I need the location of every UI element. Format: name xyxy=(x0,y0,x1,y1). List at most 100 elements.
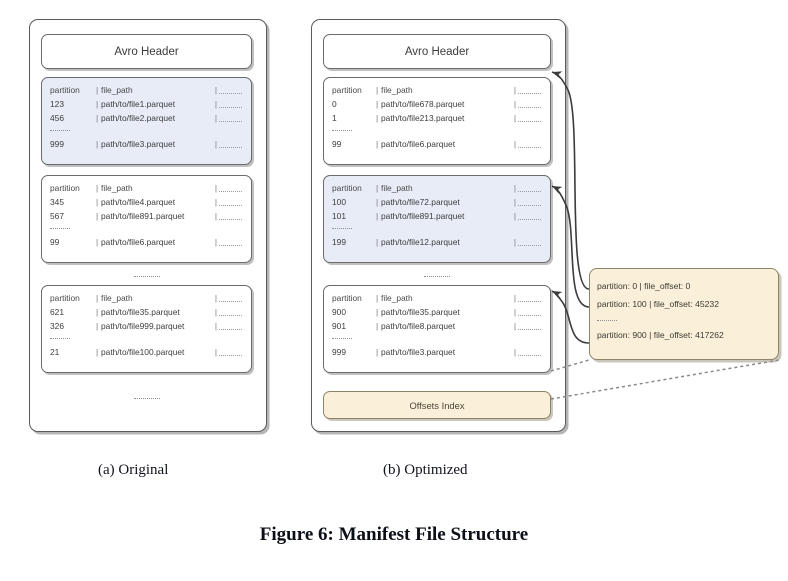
column-separator-pipe: | xyxy=(96,113,99,123)
callout-offset-entry: partition: 900 | file_offset: 417262 xyxy=(597,329,724,340)
cell-file-path: path/to/file891.parquet xyxy=(381,211,465,221)
leader-line-bottom xyxy=(550,359,780,400)
column-separator-pipe: | xyxy=(513,113,516,123)
callout-offset-entry: partition: 0 | file_offset: 0 xyxy=(597,280,691,291)
column-header-row: partition|file_path| xyxy=(332,182,542,196)
cell-partition: 1 xyxy=(332,113,337,123)
cell-partition: 99 xyxy=(50,237,60,247)
table-row: 999|path/to/file3.parquet| xyxy=(50,138,243,152)
column-separator-pipe: | xyxy=(376,307,379,317)
manifest-original-container: Avro Header partition|file_path|123|path… xyxy=(29,19,267,432)
manifest-block[interactable]: partition|file_path|0|path/to/file678.pa… xyxy=(323,77,551,165)
column-header-row: partition|file_path| xyxy=(50,292,243,306)
manifest-block[interactable]: partition|file_path|100|path/to/file72.p… xyxy=(323,175,551,263)
column-separator-pipe: | xyxy=(214,139,217,149)
table-row: 567|path/to/file891.parquet| xyxy=(50,210,243,224)
column-header-partition: partition xyxy=(50,85,80,95)
column-separator-pipe: | xyxy=(214,99,217,109)
column-separator-pipe: | xyxy=(513,183,516,193)
column-separator-pipe: | xyxy=(513,293,516,303)
column-separator-pipe: | xyxy=(376,197,379,207)
cell-file-path: path/to/file678.parquet xyxy=(381,99,465,109)
ellipsis-dots-icon xyxy=(597,316,617,324)
cell-file-path: path/to/file6.parquet xyxy=(101,237,176,247)
table-row: 326|path/to/file999.parquet| xyxy=(50,320,243,334)
column-header-partition: partition xyxy=(332,85,362,95)
cell-file-path: path/to/file3.parquet xyxy=(101,139,176,149)
cell-file-path: path/to/file35.parquet xyxy=(101,307,180,317)
column-separator-pipe: | xyxy=(513,237,516,247)
cell-file-path: path/to/file4.parquet xyxy=(101,197,176,207)
table-row: 456|path/to/file2.parquet| xyxy=(50,112,243,126)
column-separator-pipe: | xyxy=(214,113,217,123)
table-row: 900|path/to/file35.parquet| xyxy=(332,306,542,320)
column-separator-pipe: | xyxy=(96,237,99,247)
column-separator-pipe: | xyxy=(376,321,379,331)
table-row: 999|path/to/file3.parquet| xyxy=(332,346,542,360)
column-separator-pipe: | xyxy=(214,347,217,357)
manifest-block[interactable]: partition|file_path|123|path/to/file1.pa… xyxy=(41,77,252,165)
column-header-partition: partition xyxy=(332,183,362,193)
column-separator-pipe: | xyxy=(214,293,217,303)
column-separator-pipe: | xyxy=(513,197,516,207)
subcaption-optimized: (b) Optimized xyxy=(383,462,468,478)
column-separator-pipe: | xyxy=(376,99,379,109)
column-separator-pipe: | xyxy=(513,211,516,221)
cell-file-path: path/to/file35.parquet xyxy=(381,307,460,317)
column-separator-pipe: | xyxy=(96,139,99,149)
column-separator-pipe: | xyxy=(96,99,99,109)
cell-partition: 999 xyxy=(332,347,346,357)
trailing-ellipsis-original xyxy=(41,395,252,403)
cell-partition: 345 xyxy=(50,197,64,207)
cell-file-path: path/to/file1.parquet xyxy=(101,99,176,109)
manifest-block[interactable]: partition|file_path|900|path/to/file35.p… xyxy=(323,285,551,373)
column-separator-pipe: | xyxy=(96,85,99,95)
cell-partition: 621 xyxy=(50,307,64,317)
row-ellipsis xyxy=(50,224,243,236)
cell-partition: 900 xyxy=(332,307,346,317)
column-separator-pipe: | xyxy=(513,139,516,149)
column-header-file-path: file_path xyxy=(101,85,133,95)
column-separator-pipe: | xyxy=(214,197,217,207)
row-ellipsis xyxy=(332,126,542,138)
column-separator-pipe: | xyxy=(376,183,379,193)
column-separator-pipe: | xyxy=(96,211,99,221)
manifest-block[interactable]: partition|file_path|621|path/to/file35.p… xyxy=(41,285,252,373)
cell-partition: 567 xyxy=(50,211,64,221)
column-header-partition: partition xyxy=(50,293,80,303)
ellipsis-dots-icon xyxy=(332,334,352,342)
cell-file-path: path/to/file999.parquet xyxy=(101,321,185,331)
manifest-optimized-container: Avro Header partition|file_path|0|path/t… xyxy=(311,19,566,432)
column-separator-pipe: | xyxy=(214,211,217,221)
figure-caption: Figure 6: Manifest File Structure xyxy=(259,524,529,545)
cell-file-path: path/to/file12.parquet xyxy=(381,237,460,247)
column-separator-pipe: | xyxy=(214,237,217,247)
column-separator-pipe: | xyxy=(513,99,516,109)
avro-header-optimized: Avro Header xyxy=(323,34,551,69)
table-row: 100|path/to/file72.parquet| xyxy=(332,196,542,210)
table-row: 99|path/to/file6.parquet| xyxy=(50,236,243,250)
table-row: 99|path/to/file6.parquet| xyxy=(332,138,542,152)
column-separator-pipe: | xyxy=(376,139,379,149)
row-ellipsis xyxy=(332,224,542,236)
table-row: 345|path/to/file4.parquet| xyxy=(50,196,243,210)
column-separator-pipe: | xyxy=(96,307,99,317)
manifest-block[interactable]: partition|file_path|345|path/to/file4.pa… xyxy=(41,175,252,263)
table-row: 1|path/to/file213.parquet| xyxy=(332,112,542,126)
column-header-partition: partition xyxy=(332,293,362,303)
cell-partition: 0 xyxy=(332,99,337,109)
cell-partition: 123 xyxy=(50,99,64,109)
cell-partition: 100 xyxy=(332,197,346,207)
callout-row-ellipsis xyxy=(597,313,771,326)
column-header-file-path: file_path xyxy=(381,183,413,193)
column-header-file-path: file_path xyxy=(101,183,133,193)
column-separator-pipe: | xyxy=(376,347,379,357)
cell-partition: 101 xyxy=(332,211,346,221)
column-header-file-path: file_path xyxy=(381,85,413,95)
column-header-file-path: file_path xyxy=(381,293,413,303)
cell-file-path: path/to/file8.parquet xyxy=(381,321,456,331)
cell-partition: 901 xyxy=(332,321,346,331)
offsets-index-block[interactable]: Offsets Index xyxy=(323,391,551,419)
column-header-row: partition|file_path| xyxy=(50,84,243,98)
column-separator-pipe: | xyxy=(96,347,99,357)
